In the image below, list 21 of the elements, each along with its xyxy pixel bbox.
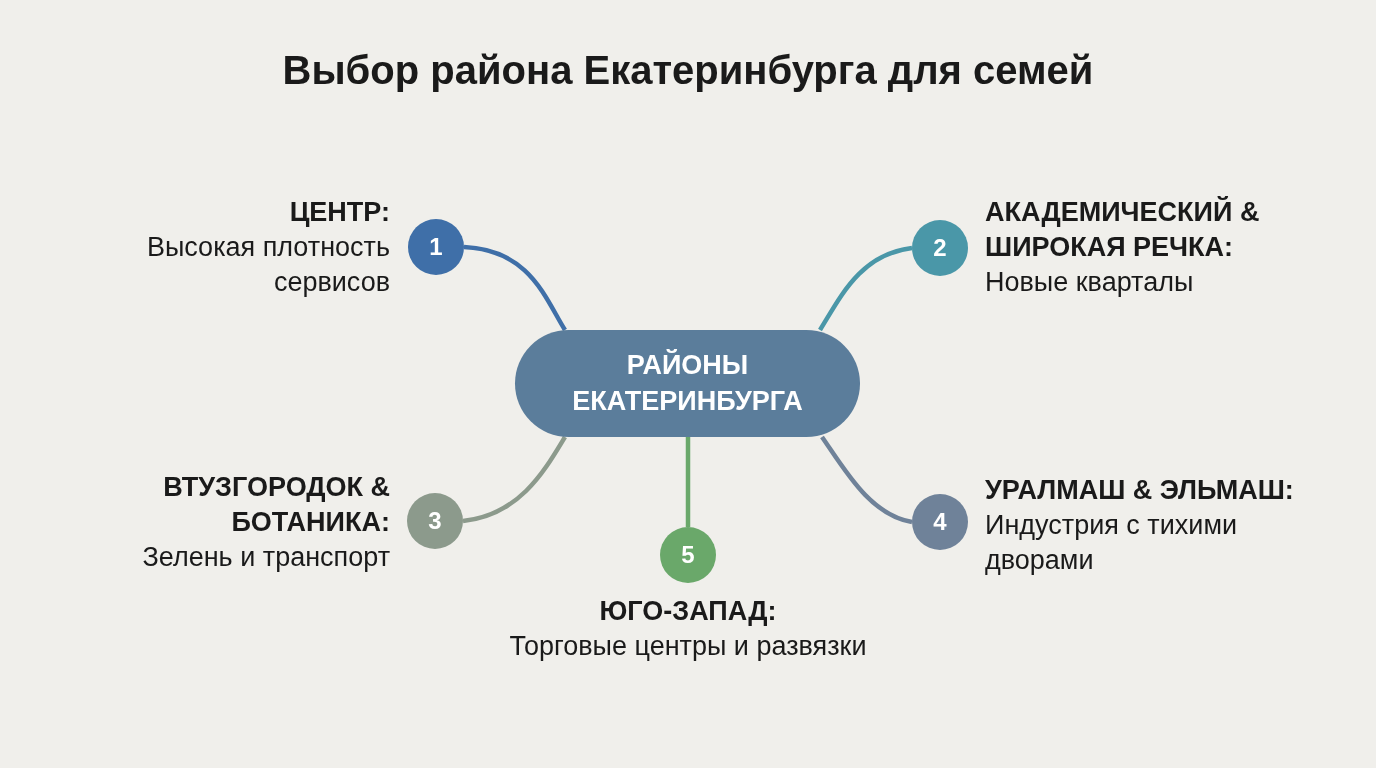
number-badge: 5	[660, 527, 716, 583]
district-description: Высокая плотность сервисов	[145, 231, 390, 300]
number-badge: 3	[407, 493, 463, 549]
connector-line	[818, 245, 913, 332]
district-description: Новые кварталы	[985, 266, 1195, 300]
number-badge: 4	[912, 494, 968, 550]
number-badge: 1	[408, 219, 464, 275]
district-description: Зелень и транспорт	[141, 541, 390, 575]
connector-line	[820, 435, 913, 525]
district-description: Торговые центры и развязки	[508, 630, 868, 664]
district-description: УРАЛМАШ & ЭЛЬМАШ: Индустрия с тихими дворами	[985, 474, 1295, 578]
diagram-title: Выбор района Екатеринбурга для семей	[281, 48, 1095, 93]
connector-line	[463, 244, 567, 332]
district-heading: ЦЕНТР:	[288, 196, 390, 229]
connector-line	[462, 435, 567, 524]
number-badge: 2	[912, 220, 968, 276]
connector-line	[685, 437, 691, 527]
district-heading: ВТУЗГОРОДОК & БОТАНИКА:	[162, 471, 390, 540]
central-topic-pill: РАЙОНЫ ЕКАТЕРИНБУРГА	[515, 330, 860, 437]
district-heading: ЮГО-ЗАПАД:	[598, 595, 778, 628]
district-heading: АКАДЕМИЧЕСКИЙ & ШИРОКАЯ РЕЧКА:	[985, 195, 1261, 265]
